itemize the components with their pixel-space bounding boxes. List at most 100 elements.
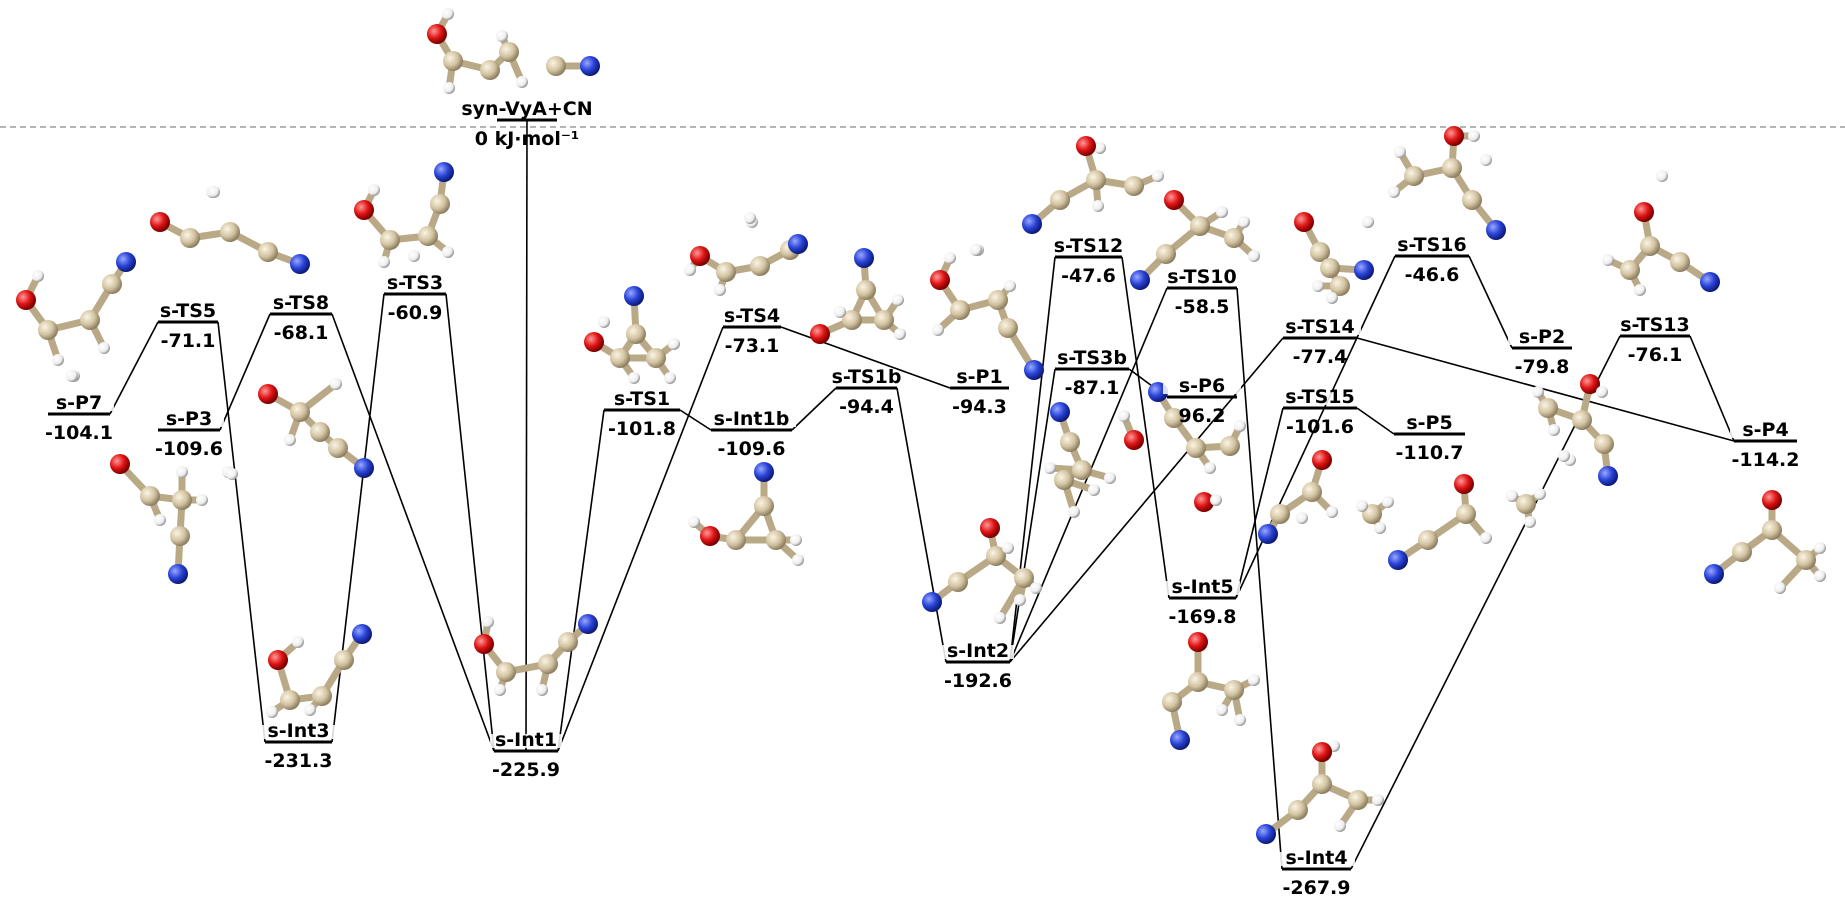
hydrogen-atom [792, 554, 804, 566]
hydrogen-atom [226, 468, 238, 480]
level-energy: -231.3 [265, 750, 333, 772]
hydrogen-atom [1468, 130, 1480, 142]
connector-sTS15-sP5 [1356, 407, 1395, 435]
molecule-int4 [1256, 740, 1384, 844]
carbon-atom [626, 324, 646, 344]
level-sP3: s-P3-109.6 [154, 408, 224, 460]
carbon-atom [1072, 460, 1092, 480]
carbon-atom [380, 230, 400, 250]
hydrogen-atom [1216, 206, 1228, 218]
level-sTS4: s-TS4-73.1 [719, 305, 785, 357]
molecule-ts5 [150, 186, 310, 274]
carbon-atom [170, 526, 190, 546]
connector-sInt1-sTS3 [445, 293, 495, 752]
nitrogen-atom [1704, 564, 1724, 584]
level-energy: -60.9 [388, 302, 443, 324]
connector-sTS10-sInt4 [1236, 287, 1283, 870]
carbon-atom [1014, 568, 1034, 588]
carbon-atom [874, 310, 894, 330]
level-energy: -114.2 [1732, 449, 1800, 471]
carbon-atom [716, 262, 736, 282]
oxygen-atom [930, 270, 950, 290]
hydrogen-atom [208, 186, 220, 198]
oxygen-atom [1444, 126, 1464, 146]
connector-sInt1b-sTS1b [791, 387, 837, 431]
carbon-atom [1224, 228, 1244, 248]
connector-sTS16-sP2 [1468, 255, 1513, 349]
hydrogen-atom [1388, 186, 1400, 198]
carbon-atom [430, 194, 450, 214]
level-sInt3: s-Int3-231.3 [261, 720, 336, 772]
oxygen-atom [1188, 632, 1208, 652]
carbon-atom [1220, 436, 1240, 456]
level-name: s-TS8 [273, 292, 329, 314]
carbon-atom [310, 422, 330, 442]
level-sP4: s-P4 -114.2 [1730, 419, 1801, 471]
hydrogen-atom [628, 372, 640, 384]
carbon-atom [986, 546, 1006, 566]
carbon-atom [948, 572, 968, 592]
hydrogen-atom [944, 252, 956, 264]
hydrogen-atom [1334, 820, 1346, 832]
hydrogen-atom [154, 514, 166, 526]
level-energy: -71.1 [161, 330, 216, 352]
hydrogen-atom [196, 494, 208, 506]
carbon-atom [443, 51, 463, 71]
carbon-atom [1050, 190, 1070, 210]
molecule-ts1 [584, 286, 680, 384]
carbon-atom [1640, 236, 1660, 256]
level-energy: -77.4 [1293, 346, 1348, 368]
hydrogen-atom [378, 256, 390, 268]
carbon-atom [290, 402, 310, 422]
level-sTS13: s-TS13-76.1 [1616, 314, 1694, 366]
nitrogen-atom [1354, 260, 1374, 280]
carbon-atom [1462, 190, 1482, 210]
hydrogen-atom [176, 466, 188, 478]
nitrogen-atom [1486, 220, 1506, 240]
nitrogen-atom [1024, 360, 1044, 380]
hydrogen-atom [1634, 284, 1646, 296]
connector-sInt2-sTS14 [1009, 337, 1284, 663]
carbon-atom [1516, 494, 1536, 514]
carbon-atom [1270, 504, 1290, 524]
molecule-ref-vya [427, 8, 528, 94]
hydrogen-atom [932, 324, 944, 336]
connector-sTS13-sP4 [1689, 335, 1735, 442]
level-name: s-P4 [1742, 419, 1788, 441]
level-energy: -47.6 [1061, 265, 1116, 287]
carbon-atom [1054, 470, 1074, 490]
hydrogen-atom [1068, 506, 1080, 518]
molecule-p7 [16, 252, 136, 382]
level-name: s-TS4 [724, 305, 780, 327]
oxygen-atom [1312, 742, 1332, 762]
oxygen-atom [1634, 202, 1654, 222]
level-name: s-Int4 [1285, 847, 1347, 869]
hydrogen-atom [834, 306, 846, 318]
molecule-ts8 [258, 378, 374, 478]
oxygen-atom [1454, 474, 1474, 494]
hydrogen-atom [330, 378, 342, 390]
nitrogen-atom [352, 624, 372, 644]
oxygen-atom [110, 454, 130, 474]
connector-sInt1-sTS1 [557, 409, 605, 752]
connector-sTS14-sP4 [1356, 337, 1735, 442]
hydrogen-atom [894, 328, 906, 340]
nitrogen-atom [1022, 214, 1042, 234]
oxygen-atom [810, 324, 830, 344]
hydrogen-atom [1362, 216, 1374, 228]
hydrogen-atom [1014, 594, 1026, 606]
carbon-atom [1302, 482, 1322, 502]
hydrogen-atom [1092, 200, 1104, 212]
nitrogen-atom [788, 234, 808, 254]
hydrogen-atom [368, 184, 380, 196]
level-energy: -104.1 [45, 422, 113, 444]
hydrogen-atom [1596, 386, 1608, 398]
level-name: s-TS10 [1167, 266, 1237, 288]
level-energy: 0 kJ·mol⁻¹ [475, 128, 579, 150]
molecule-p2 [1532, 374, 1618, 486]
molecule-ts10 [1130, 190, 1260, 290]
molecule-ts4 [684, 216, 808, 296]
hydrogen-atom [1296, 512, 1308, 524]
level-sTS1b: s-TS1b-94.4 [832, 366, 902, 418]
hydrogen-atom [892, 294, 904, 306]
